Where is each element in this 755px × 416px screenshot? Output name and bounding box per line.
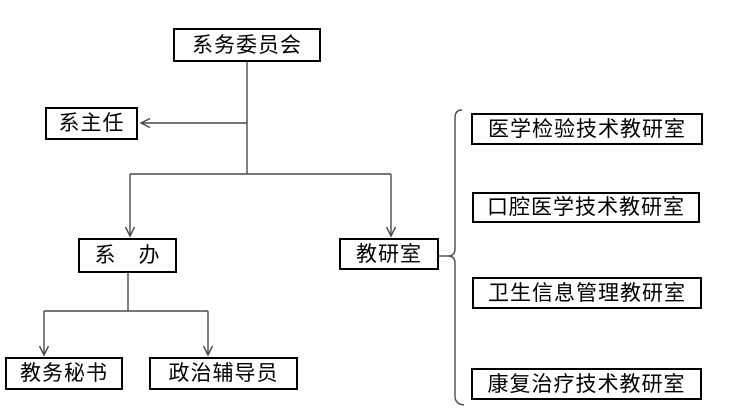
node-branch-medical-lab: 医学检验技术教研室 — [471, 113, 703, 145]
connector-group — [38, 62, 465, 406]
arrowhead-secretary — [38, 345, 50, 357]
node-branch-oral-medicine: 口腔医学技术教研室 — [472, 192, 700, 223]
node-secretary: 教务秘书 — [5, 357, 123, 390]
node-teaching-office: 教研室 — [339, 238, 439, 270]
arrowhead-office — [124, 226, 136, 238]
arrowhead-counselor — [202, 345, 214, 357]
brace-bracket — [447, 109, 465, 406]
node-office: 系 办 — [78, 238, 177, 273]
node-counselor: 政治辅导员 — [149, 357, 298, 390]
node-committee: 系务委员会 — [173, 28, 321, 62]
arrowhead-director — [139, 117, 151, 129]
node-director: 系主任 — [45, 107, 138, 140]
node-branch-health-info: 卫生信息管理教研室 — [472, 277, 702, 309]
arrowhead-teaching — [385, 226, 397, 238]
node-branch-rehabilitation: 康复治疗技术教研室 — [471, 368, 702, 400]
